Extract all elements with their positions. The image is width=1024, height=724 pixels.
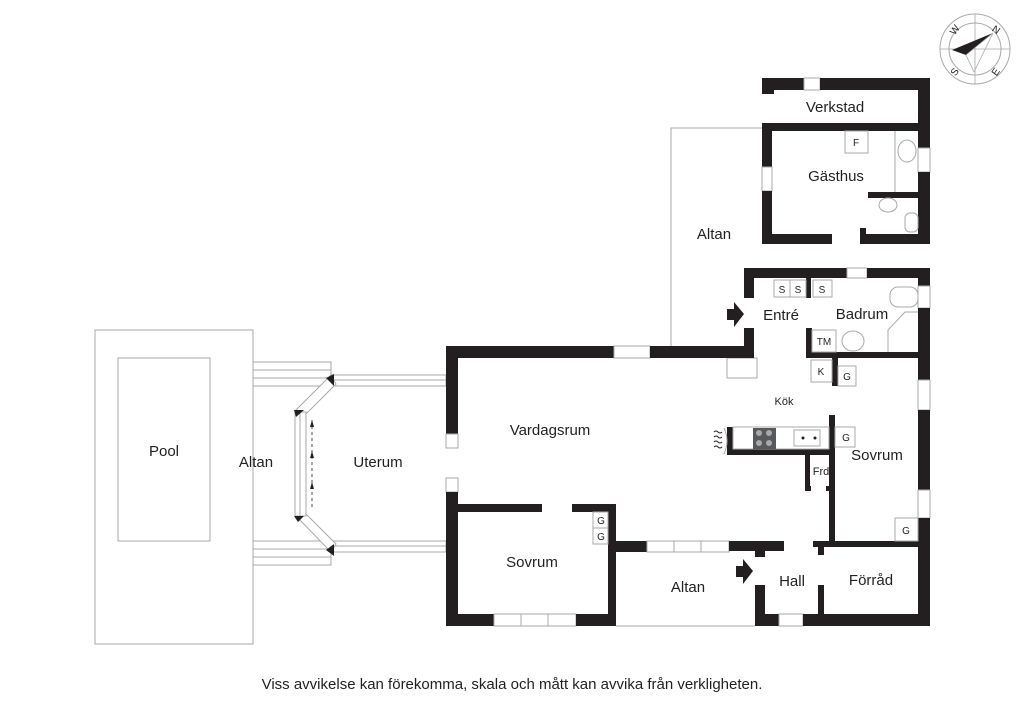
fixture-s-2: S [795,285,802,296]
fixture-k: K [818,367,825,378]
sliding-arrow-icon [310,451,314,458]
entry-step [726,357,758,379]
fridge-box [844,130,869,154]
label-vardagsrum: Vardagsrum [510,422,591,439]
cabinet-box [837,365,857,387]
label-kok: Kök [775,396,794,408]
entrance-bath-block [726,267,931,626]
wardrobe-box [834,426,856,448]
fixture-g-left-2: G [597,532,605,543]
uterum-glazing [294,374,447,556]
cabinet-box [789,279,807,298]
fixture-f: F [853,138,859,149]
cabinet-box [812,279,833,298]
label-sovrum-right: Sovrum [851,447,903,464]
entrance-arrow-icon [727,302,744,327]
label-entre: Entré [763,307,799,324]
washing-machine-box [811,329,837,353]
compass: N E S W [939,13,1011,85]
fixture-s-3: S [819,285,826,296]
entrance-arrow-icon [736,559,753,584]
altan-top-outline [670,127,762,346]
sliding-arrow-icon [310,420,314,427]
heater-icon [713,430,723,449]
steps-top [252,361,332,387]
compass-w: W [948,23,963,38]
shower-outline [887,311,918,352]
label-altan-bottom: Altan [671,579,705,596]
wardrobe-box [894,517,919,542]
label-altan-pool: Altan [239,454,273,471]
sliding-arrow-icon [310,482,314,489]
steps-bottom [252,540,332,566]
fixture-g-sovrum-top: G [842,433,850,444]
label-pool: Pool [149,443,179,460]
label-verkstad: Verkstad [806,99,864,116]
fixture-g-left-1: G [597,516,605,527]
toilet-icon [889,286,919,308]
kitchen-counter [732,426,830,450]
label-gasthus: Gästhus [808,168,864,185]
stove-icon [753,428,776,449]
compass-n: N [990,24,1002,37]
radiator-icon [723,427,728,455]
fixture-g-sovrum-bottom: G [902,526,910,537]
label-badrum: Badrum [836,306,889,323]
kitchen-sink-icon [793,429,821,447]
sink-icon [897,139,917,163]
fixture-s-1: S [779,285,786,296]
altan-deck-outline [94,329,254,645]
compass-needle-icon [952,33,993,55]
fixture-g-kok: G [843,372,851,383]
pool-outline [117,357,211,542]
label-hall: Hall [779,573,805,590]
label-uterum: Uterum [353,454,402,471]
label-frd: Frd [813,466,830,478]
label-sovrum-left: Sovrum [506,554,558,571]
main-house [445,345,930,627]
wardrobe-box [592,527,609,545]
compass-e: E [990,66,1003,78]
fixture-tm: TM [817,337,831,348]
oven-box [810,359,833,383]
disclaimer-text: Viss avvikelse kan förekomma, skala och … [261,676,763,693]
fixture-labels: F S S S TM K G G G G G [597,138,910,543]
toilet-icon [904,212,919,233]
room-labels: Pool Altan Uterum Vardagsrum Kök Entré B… [149,99,903,596]
label-altan-top: Altan [697,226,731,243]
sink-icon [841,330,865,352]
sink-icon [878,197,898,213]
pool-deck [94,329,332,645]
label-forrad: Förråd [849,572,893,589]
guest-house [761,77,931,244]
compass-s: S [949,66,962,78]
